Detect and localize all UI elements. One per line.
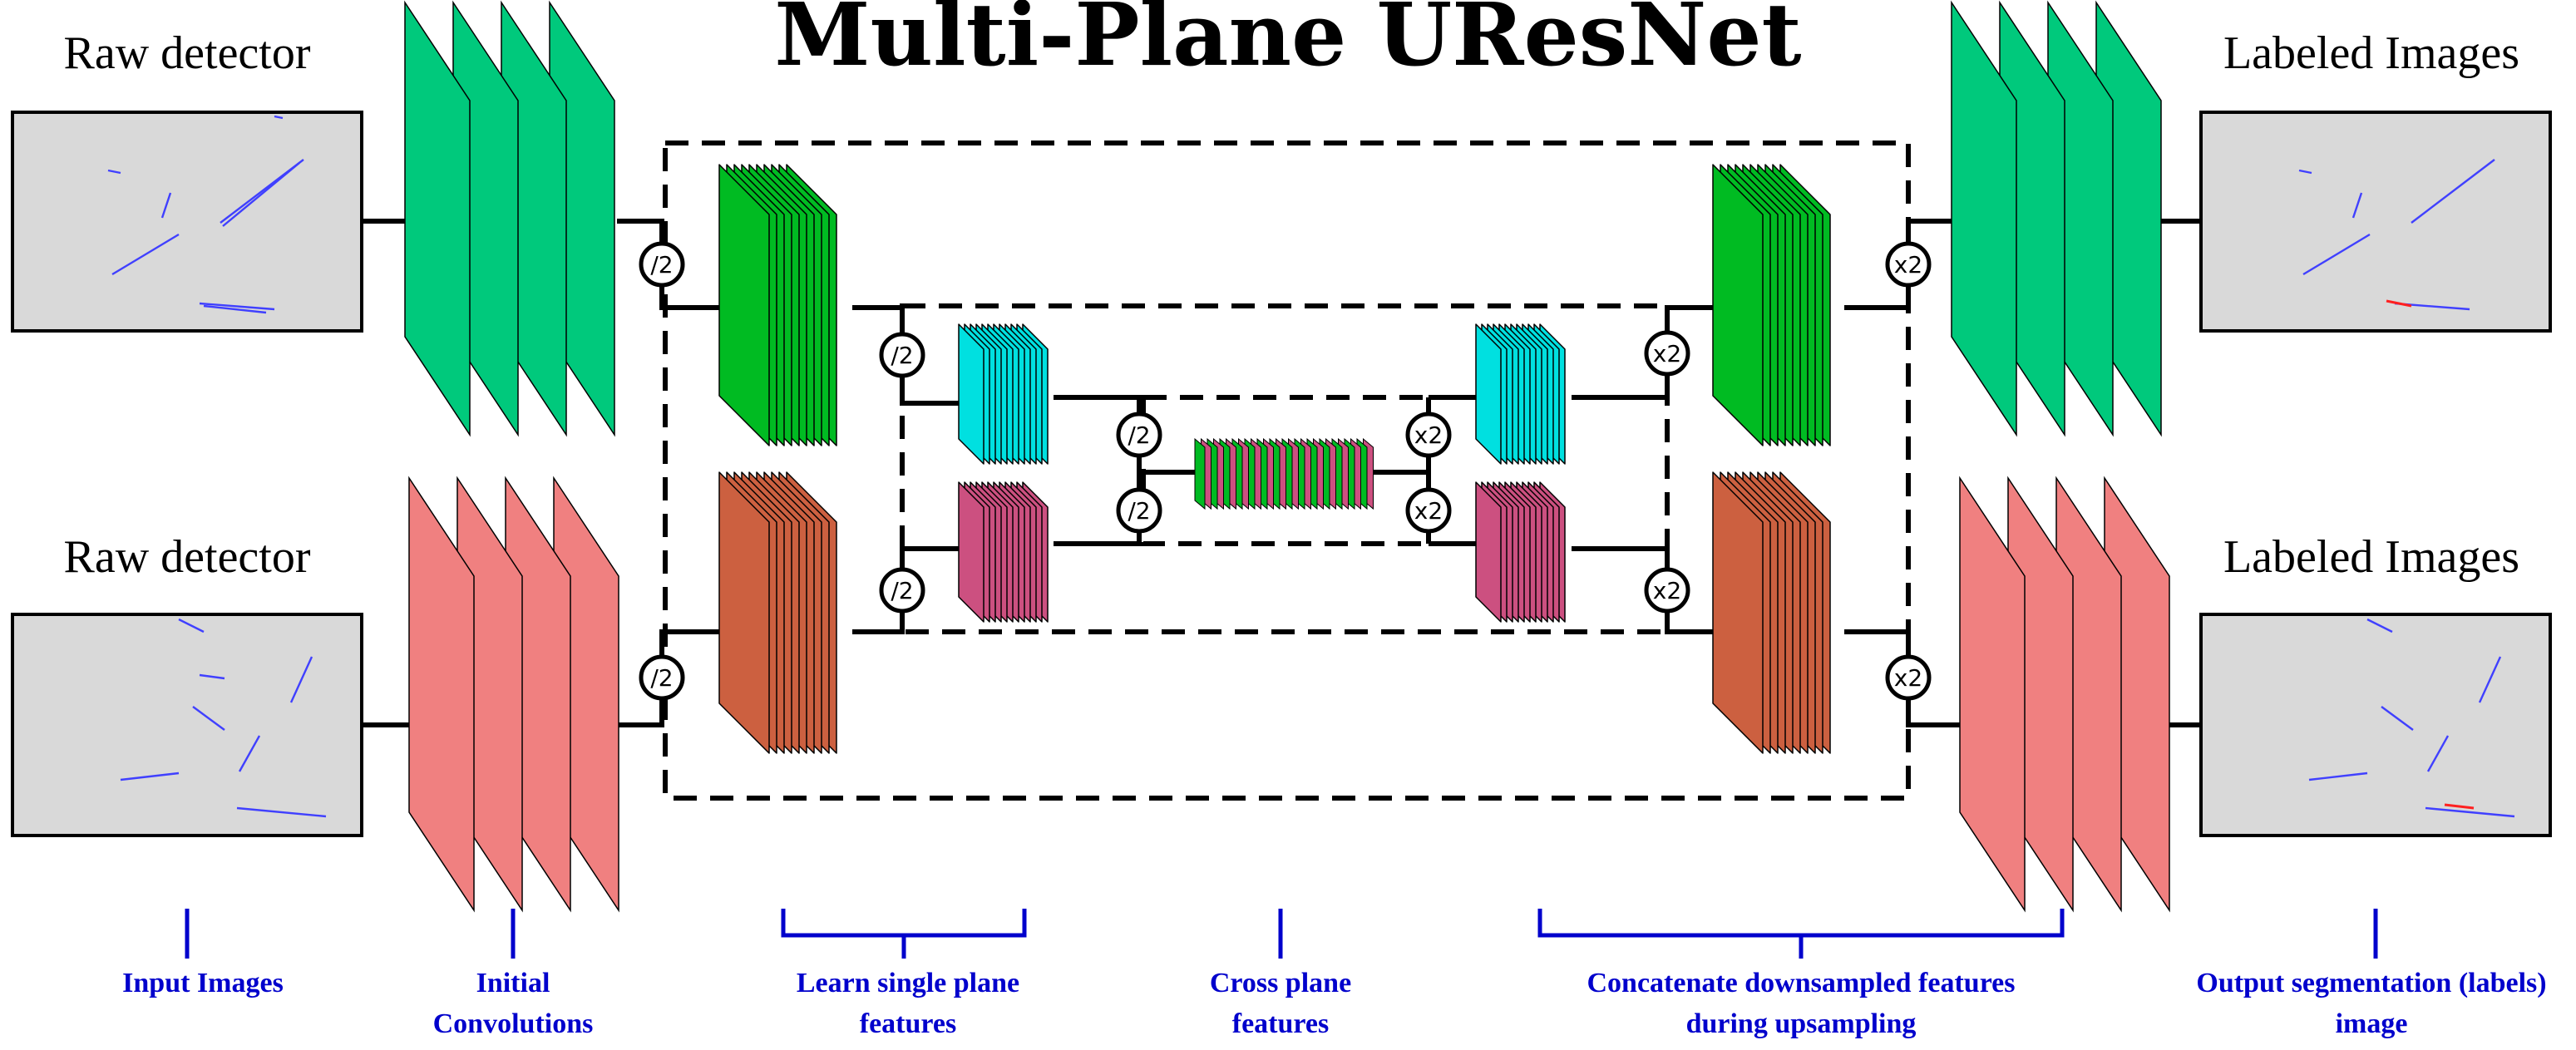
input-panel-top <box>11 111 363 333</box>
caption-concat-1: Concatenate downsampled features <box>1587 968 2015 998</box>
caption-concat-2: during upsampling <box>1686 1008 1917 1039</box>
diagram-title: Multi-Plane UResNet <box>774 0 1801 86</box>
downsample-icon: /2 <box>639 654 685 701</box>
upsample-block-bottom <box>1712 471 1831 754</box>
downsample-icon: /2 <box>639 241 685 288</box>
layer-stacks <box>404 0 2170 913</box>
downsample-icon: /2 <box>1116 412 1162 458</box>
caption-single-1: Learn single plane <box>797 968 1019 998</box>
stack-layer <box>958 481 985 623</box>
wire <box>1572 546 1713 634</box>
downsample-icon: /2 <box>1116 487 1162 534</box>
operators: /2/2/2/2/2/2 x2 x2 x2 x2 x2 x2 <box>639 241 1932 701</box>
upsample-icon-label: x2 <box>1894 251 1922 279</box>
wire <box>1572 305 1713 400</box>
caption-output-2: image <box>2336 1008 2408 1039</box>
mid-up-block-top <box>1475 323 1566 465</box>
upsample-icon-label: x2 <box>1414 421 1443 449</box>
downsample-icon-label: /2 <box>891 342 913 369</box>
single-plane-block-top <box>718 164 837 446</box>
downsample-icon-label: /2 <box>1128 497 1150 525</box>
stack-layer <box>958 323 985 465</box>
upsample-icon-label: x2 <box>1653 340 1681 367</box>
upsample-icon: x2 <box>1885 241 1932 288</box>
downsample-icon-label: /2 <box>650 664 673 692</box>
caption-input: Input Images <box>122 968 284 998</box>
output-label-bottom: Labeled Images <box>2223 531 2519 583</box>
stack-layer <box>718 471 770 754</box>
initial-conv-bottom <box>408 476 619 913</box>
upsample-icon: x2 <box>1405 487 1452 534</box>
caption-single-2: features <box>860 1008 956 1039</box>
caption-initial-1: Initial <box>476 968 550 998</box>
conv-plane <box>404 0 471 437</box>
upsample-icon-label: x2 <box>1894 664 1922 692</box>
final-conv-bottom <box>1959 476 2170 913</box>
stack-layer <box>1475 323 1502 465</box>
downsample-icon-label: /2 <box>650 251 673 279</box>
cross-plane-block <box>1194 437 1374 510</box>
input-label-top: Raw detector <box>64 27 311 79</box>
downsample-icon-label: /2 <box>1128 421 1150 449</box>
output-panel-bottom <box>2199 613 2552 837</box>
final-conv-top <box>1951 0 2162 437</box>
upsample-block-top <box>1712 164 1831 446</box>
upsample-icon: x2 <box>1405 412 1452 458</box>
mid-up-block-bottom <box>1475 481 1566 623</box>
output-label-top: Labeled Images <box>2223 27 2519 79</box>
caption-brackets <box>185 909 2378 959</box>
bracket-single <box>781 909 1027 959</box>
single-plane-block-bottom <box>718 471 837 754</box>
bracket-concat <box>1537 909 2065 959</box>
mid-block-bottom <box>958 481 1049 623</box>
input-panel-bottom <box>11 613 363 837</box>
downsample-icon: /2 <box>879 332 925 378</box>
stack-layer <box>1475 481 1502 623</box>
initial-conv-top <box>404 0 615 437</box>
caption-cross-1: Cross plane <box>1210 968 1351 998</box>
upsample-icon-label: x2 <box>1414 497 1443 525</box>
stack-layer <box>1712 471 1764 754</box>
upsample-icon: x2 <box>1885 654 1932 701</box>
input-label-bottom: Raw detector <box>64 531 311 583</box>
output-panel-top <box>2199 111 2552 333</box>
cross-plane-layer <box>1194 437 1206 510</box>
middle-dashed-box <box>900 303 1670 634</box>
conv-plane <box>408 476 475 913</box>
mid-block-top <box>958 323 1049 465</box>
conv-plane <box>1959 476 2026 913</box>
downsample-icon: /2 <box>879 567 925 614</box>
upsample-icon-label: x2 <box>1653 577 1681 604</box>
upsample-icon: x2 <box>1644 330 1690 377</box>
caption-initial-2: Convolutions <box>433 1008 594 1039</box>
downsample-icon-label: /2 <box>891 577 913 604</box>
caption-cross-2: features <box>1232 1008 1329 1039</box>
stack-layer <box>1712 164 1764 446</box>
stack-layer <box>718 164 770 446</box>
upsample-icon: x2 <box>1644 567 1690 614</box>
caption-output-1: Output segmentation (labels) <box>2196 968 2546 998</box>
conv-plane <box>1951 0 2017 437</box>
captions: Input Images Initial Convolutions Learn … <box>122 968 2546 1039</box>
